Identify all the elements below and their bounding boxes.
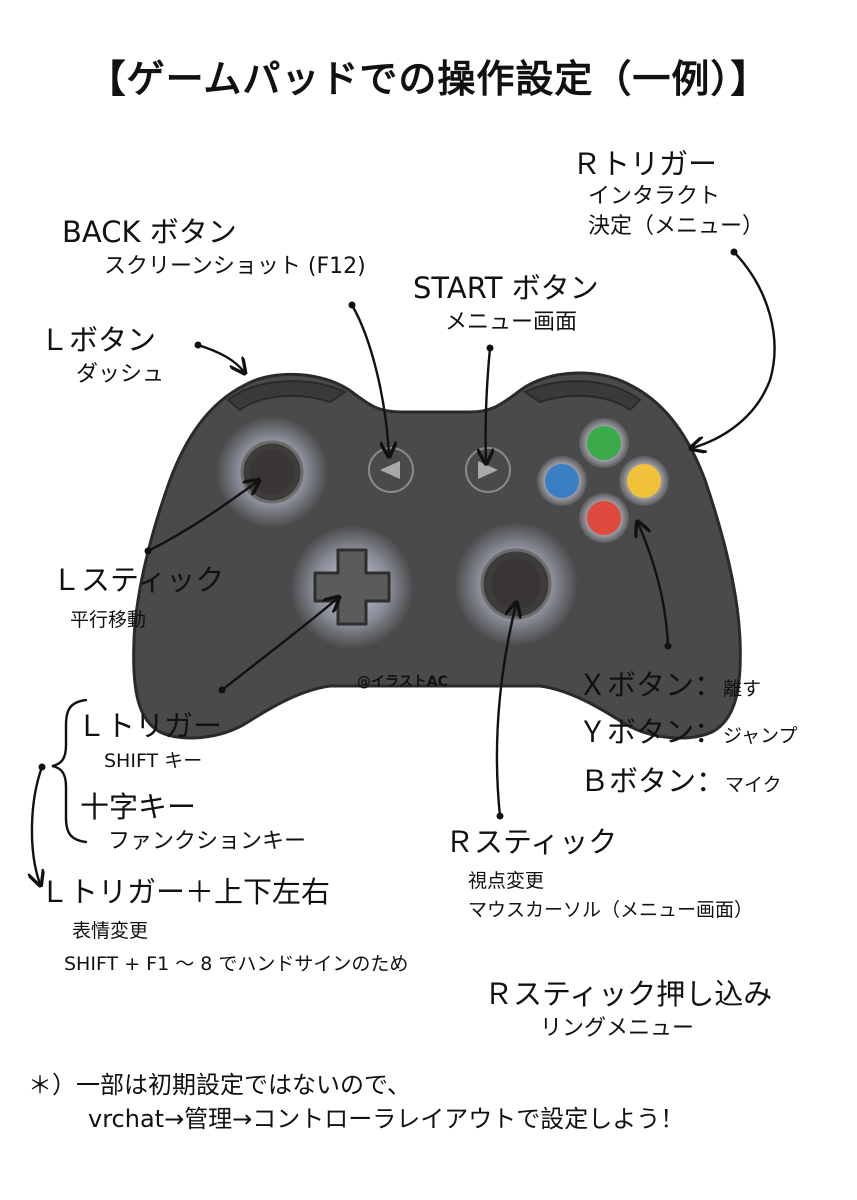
r-trigger-arrow xyxy=(692,250,776,448)
face-buttons-arrow xyxy=(638,523,670,648)
l-stick-label: Ｌスティック xyxy=(52,563,225,597)
r-trigger-desc-2: 決定（メニュー） xyxy=(588,214,765,239)
start-button xyxy=(465,447,511,493)
back-arrow-icon xyxy=(380,461,400,479)
r-trigger-label: Ｒトリガー xyxy=(572,147,718,181)
dpad-desc: ファンクションキー xyxy=(108,829,307,854)
dpad xyxy=(290,525,414,649)
start-button-label: START ボタン xyxy=(413,271,599,305)
back-button-desc: スクリーンショット (F12) xyxy=(104,254,366,279)
l-trigger-dpad-desc-1: 表情変更 xyxy=(72,920,149,942)
l-trigger-combo-arrow xyxy=(32,765,42,884)
start-button-arrow xyxy=(486,346,490,462)
l-trigger-dpad-desc-2: SHIFT + F1 〜 8 でハンドサインのため xyxy=(64,953,409,975)
start-button-desc: メニュー画面 xyxy=(445,310,578,335)
r-stick-press-label: Ｒスティック押し込み xyxy=(484,977,773,1011)
x-button-label: Ｘボタン：離す xyxy=(578,671,761,700)
footnote-line-2: vrchat→管理→コントローラレイアウトで設定しよう！ xyxy=(88,1105,685,1133)
b-button-desc: マイク xyxy=(725,774,782,796)
back-button xyxy=(368,447,414,493)
back-button-label: BACK ボタン xyxy=(62,215,237,249)
x-button-name: Ｘボタン： xyxy=(578,668,724,702)
l-button-arrow xyxy=(196,343,244,372)
right-stick xyxy=(454,522,578,646)
page-title: 【ゲームパッドでの操作設定（一例）】 xyxy=(87,57,770,101)
y-button-name: Ｙボタン： xyxy=(578,715,724,749)
r-stick-desc-2: マウスカーソル（メニュー画面） xyxy=(468,899,754,921)
dpad-arrow xyxy=(220,598,338,692)
back-button-arrow xyxy=(350,303,389,455)
l-stick-desc: 平行移動 xyxy=(70,609,147,631)
r-stick-desc-1: 視点変更 xyxy=(468,870,545,892)
b-button-name: Ｂボタン： xyxy=(580,764,726,798)
y-button-desc: ジャンプ xyxy=(723,725,798,747)
b-button-label: Ｂボタン：マイク xyxy=(580,767,782,796)
r-stick-label: Ｒスティック xyxy=(445,825,618,859)
x-button-desc: 離す xyxy=(723,678,762,700)
dpad-label: 十字キー xyxy=(80,790,197,824)
l-stick-arrow xyxy=(146,481,258,553)
left-stick xyxy=(216,416,328,528)
y-button-label: Ｙボタン：ジャンプ xyxy=(578,718,798,747)
r-stick-arrow xyxy=(495,604,516,818)
r-trigger-desc-1: インタラクト xyxy=(588,184,721,209)
brace xyxy=(51,698,88,844)
r-shoulder-button xyxy=(522,380,642,412)
illustration-credit: @イラストAC xyxy=(357,674,448,690)
l-trigger-dpad-label: Ｌトリガー＋上下左右 xyxy=(40,875,331,909)
l-shoulder-button xyxy=(226,380,348,412)
l-trigger-label: Ｌトリガー xyxy=(77,709,223,743)
l-trigger-desc: SHIFT キー xyxy=(104,750,203,772)
footnote-line-1: ＊）一部は初期設定ではないので、 xyxy=(28,1071,412,1099)
l-button-desc: ダッシュ xyxy=(76,362,165,387)
face-buttons xyxy=(537,418,669,543)
l-button-label: Ｌボタン xyxy=(40,323,157,357)
r-stick-press-desc: リングメニュー xyxy=(540,1016,695,1041)
